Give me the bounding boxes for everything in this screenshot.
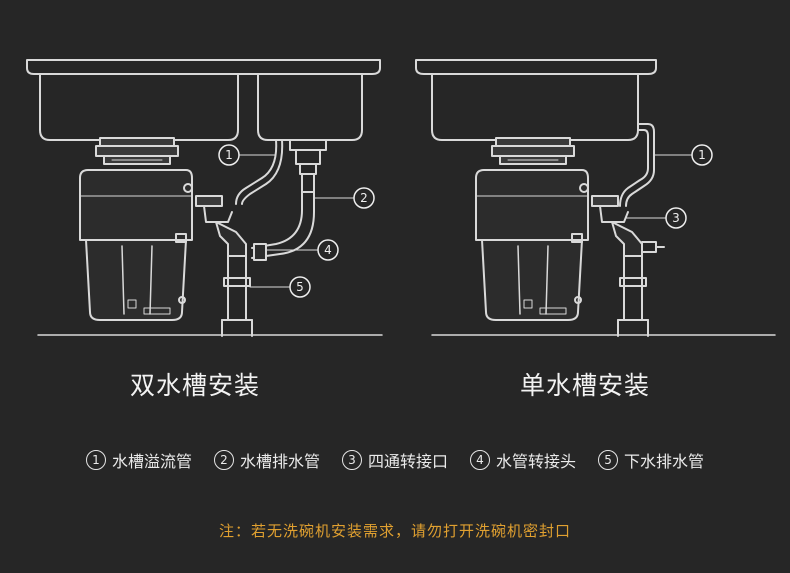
overflow-pipe-right bbox=[625, 123, 655, 207]
legend-label: 水槽排水管 bbox=[239, 452, 320, 471]
outlet-elbow-left bbox=[195, 195, 253, 337]
legend-item-four-way-adapter: 3 四通转接口 bbox=[341, 448, 448, 472]
dishwasher-note: 注：若无洗碗机安装需求，请勿打开洗碗机密封口 bbox=[218, 522, 571, 540]
legend-label: 水槽溢流管 bbox=[111, 452, 192, 471]
caption-double-sink: 双水槽安装 bbox=[130, 371, 261, 400]
single-sink-assembly bbox=[415, 59, 776, 336]
right-basin bbox=[257, 73, 363, 141]
legend-number: 2 bbox=[213, 450, 234, 470]
legend-item-pipe-connector: 4 水管转接头 bbox=[470, 448, 576, 472]
callout-4-left: 4 bbox=[324, 243, 332, 257]
drain-pipe-left bbox=[251, 139, 327, 261]
disposer-left bbox=[79, 137, 193, 321]
callout-5-left: 5 bbox=[296, 280, 304, 294]
legend-number: 3 bbox=[341, 450, 362, 470]
legend-item-overflow-pipe: 1 水槽溢流管 bbox=[85, 448, 192, 472]
legend-number: 1 bbox=[85, 450, 106, 470]
left-basin bbox=[39, 73, 239, 141]
legend-number: 4 bbox=[470, 450, 490, 470]
caption-single-sink: 单水槽安装 bbox=[520, 371, 651, 400]
callout-1-right: 1 bbox=[698, 148, 706, 162]
callout-1-left: 1 bbox=[225, 148, 233, 162]
legend-item-sewer-pipe: 5 下水排水管 bbox=[598, 448, 704, 472]
single-basin bbox=[431, 73, 639, 141]
callout-2-left: 2 bbox=[360, 191, 368, 205]
disposer-right bbox=[475, 137, 589, 321]
legend-item-drain-pipe: 2 水槽排水管 bbox=[213, 448, 320, 472]
overflow-pipe-left bbox=[235, 139, 278, 205]
legend-label: 水管转接头 bbox=[496, 452, 577, 471]
legend-number: 5 bbox=[598, 450, 619, 470]
legend-label: 下水排水管 bbox=[624, 452, 705, 471]
legend: 1 水槽溢流管 2 水槽排水管 3 四通转接口 4 水管转接头 5 下水排水管 bbox=[0, 448, 790, 472]
outlet-elbow-right bbox=[591, 195, 665, 337]
legend-label: 四通转接口 bbox=[367, 452, 448, 471]
callout-3-right: 3 bbox=[672, 211, 680, 225]
